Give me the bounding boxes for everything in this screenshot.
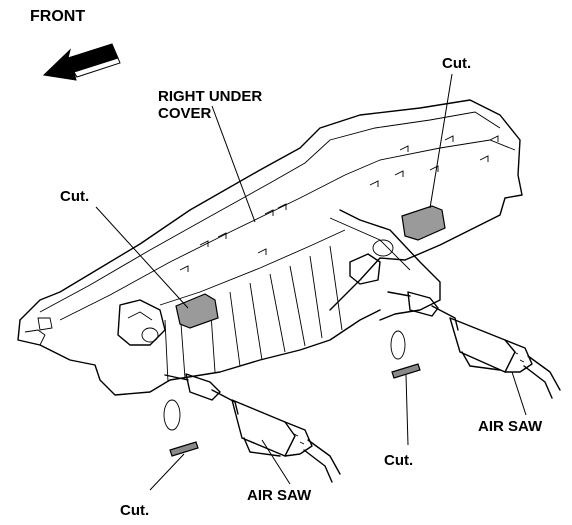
leader-air-saw-center xyxy=(261,439,291,485)
cut-piece-right xyxy=(390,330,421,446)
leader-air-saw-right xyxy=(511,371,527,416)
part-name-label-line1: RIGHT UNDER xyxy=(158,88,263,105)
front-label: FRONT xyxy=(30,8,86,25)
air-saw-label-center: AIR SAW xyxy=(247,487,312,504)
cut-area-left xyxy=(175,293,219,329)
cut-label-upper-right: Cut. xyxy=(442,55,472,72)
cut-piece-left xyxy=(149,399,199,491)
cut-area-upper-right xyxy=(401,205,446,241)
under-cover-body xyxy=(17,99,523,396)
leader-cut-upper-left xyxy=(95,206,189,309)
air-saw-label-right: AIR SAW xyxy=(478,418,543,435)
leader-right-under-cover xyxy=(211,105,256,223)
cut-label-lower-left: Cut. xyxy=(120,502,150,519)
leader-cut-upper-right xyxy=(429,73,453,209)
cut-label-upper-left: Cut. xyxy=(60,188,90,205)
cut-label-lower-right: Cut. xyxy=(384,452,414,469)
air-saw-right-tool xyxy=(387,291,561,399)
front-arrow-icon xyxy=(42,43,121,81)
part-name-label-line2: COVER xyxy=(158,105,212,122)
air-saw-center-tool xyxy=(164,373,341,483)
